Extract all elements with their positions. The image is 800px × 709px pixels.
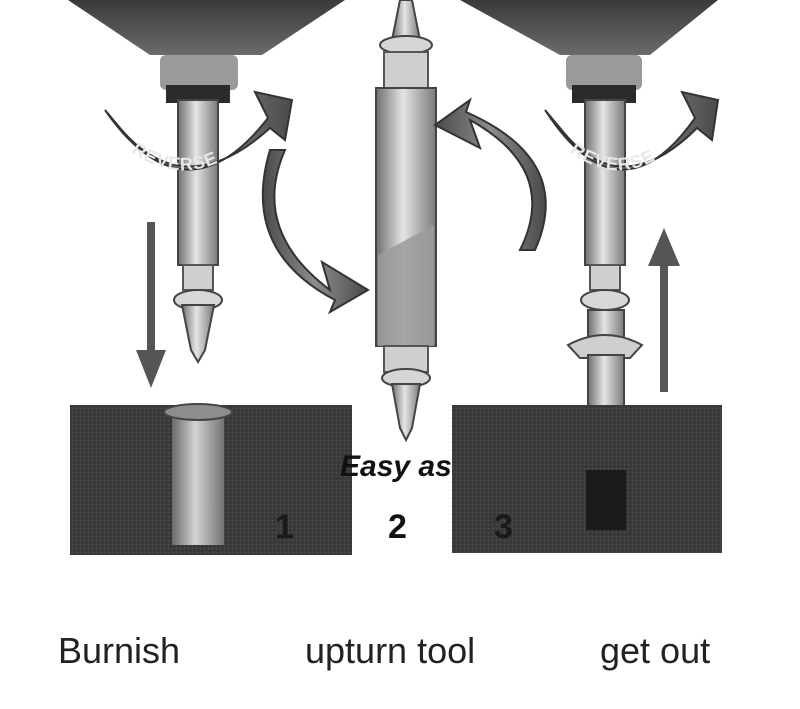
step-number-2: 2 — [388, 508, 407, 546]
drill-left — [68, 0, 345, 103]
caption-easy-as: Easy as — [340, 450, 452, 483]
step-number-1: 1 — [275, 508, 294, 546]
step-label-get-out: get out — [600, 630, 711, 671]
curved-arrow-up-right — [433, 97, 547, 251]
step-label-upturn-tool: upturn tool — [305, 630, 476, 671]
step-number-3: 3 — [494, 508, 513, 546]
up-arrow — [648, 228, 680, 392]
extractor-tool-center — [375, 0, 437, 443]
curved-arrow-down-left — [261, 149, 370, 315]
extractor-bit-right — [580, 99, 630, 341]
workpiece-left — [70, 403, 352, 555]
extractor-bit-left — [173, 99, 223, 364]
down-arrow — [136, 222, 166, 388]
drill-right — [460, 0, 718, 103]
step-label-burnish: Burnish — [58, 630, 181, 671]
workpiece-right — [452, 405, 722, 553]
reverse-arrow-right: REVERSE — [544, 90, 720, 175]
